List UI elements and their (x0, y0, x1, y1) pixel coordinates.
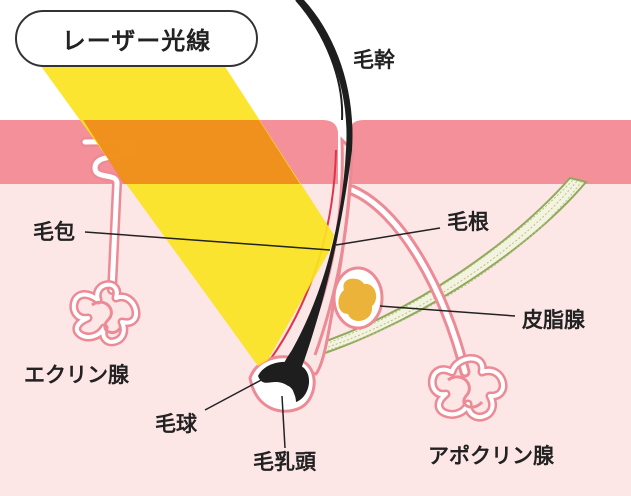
leader-hair-bulb (204, 377, 266, 411)
label-hair-shaft: 毛幹 (353, 48, 395, 72)
label-sebaceous-gland: 皮脂腺 (522, 308, 585, 332)
leader-sebaceous (379, 305, 516, 317)
label-eccrine-gland: エクリン腺 (24, 363, 129, 387)
label-hair-root: 毛根 (447, 210, 489, 234)
laser-beam (38, 62, 334, 366)
leader-lines (84, 227, 516, 449)
hair-shaft (280, 0, 353, 380)
label-dermal-papilla: 毛乳頭 (253, 450, 316, 474)
laser-label: レーザー光線 (61, 27, 212, 55)
laser-label-badge: レーザー光線 (15, 10, 258, 67)
leader-hair-follicle (84, 231, 331, 251)
epidermis-right (349, 120, 631, 184)
label-hair-bulb: 毛球 (155, 412, 197, 436)
label-apocrine-gland: アポクリン腺 (428, 444, 554, 468)
sebaceous-gland (332, 266, 384, 330)
leader-papilla (281, 395, 286, 449)
apocrine-gland (346, 184, 508, 422)
leader-hair-root (335, 227, 441, 246)
label-hair-follicle: 毛包 (33, 220, 75, 244)
